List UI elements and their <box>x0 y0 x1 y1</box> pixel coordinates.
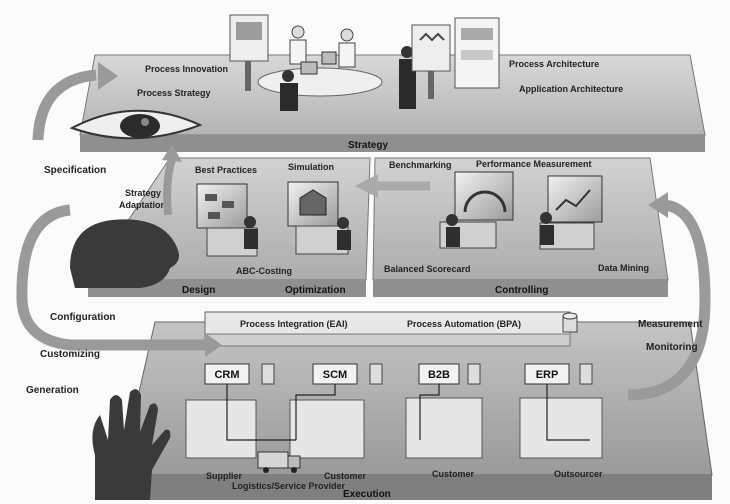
hand-icon <box>92 389 171 500</box>
system-box-b2b: B2B <box>418 363 481 385</box>
execution-title: Execution <box>343 489 391 500</box>
system-crm-label: CRM <box>214 369 239 381</box>
label-process-innovation: Process Innovation <box>145 64 228 74</box>
specification-arrowhead-icon <box>98 62 118 90</box>
strategy-adaptation-arrow <box>163 158 176 216</box>
side-customizing: Customizing <box>40 349 100 360</box>
design-platform-edge <box>88 280 366 297</box>
party-supplier: Supplier <box>206 471 243 481</box>
side-monitoring: Monitoring <box>646 342 698 353</box>
label-strategy-adaptation-line2: Adaptation <box>119 200 166 210</box>
strategy-adaptation-arrowhead-icon <box>162 144 182 162</box>
strategy-platform-edge <box>80 135 705 152</box>
truck-icon <box>257 451 301 473</box>
connection-lines <box>226 384 590 441</box>
label-process-architecture: Process Architecture <box>509 59 599 69</box>
label-simulation: Simulation <box>288 162 334 172</box>
left-cycle-arrows <box>16 69 205 351</box>
label-application-architecture: Application Architecture <box>519 84 623 94</box>
label-balanced-scorecard: Balanced Scorecard <box>384 264 471 274</box>
head-silhouette-icon <box>70 219 179 288</box>
bus-process-automation: Process Automation (BPA) <box>407 319 521 329</box>
bus-process-integration: Process Integration (EAI) <box>240 319 348 329</box>
system-box-scm: SCM <box>312 363 383 385</box>
execution-platform-edge <box>120 475 712 500</box>
optimization-title: Optimization <box>285 285 346 296</box>
simulation-workstation <box>287 181 351 255</box>
eye-icon <box>69 109 203 140</box>
system-b2b-label: B2B <box>428 369 450 381</box>
party-outsourcer: Outsourcer <box>554 469 603 479</box>
measurement-arrowhead-icon <box>648 192 668 218</box>
strategy-layer: Strategy Process Innovation Process <box>69 14 706 152</box>
strategy-illustration <box>229 14 500 111</box>
party-customer-1: Customer <box>324 471 367 481</box>
system-box-crm: CRM <box>204 363 275 385</box>
label-data-mining: Data Mining <box>598 263 649 273</box>
side-generation: Generation <box>26 385 79 396</box>
scorecard-workstation <box>439 171 514 249</box>
label-benchmarking: Benchmarking <box>389 160 452 170</box>
database-icon <box>562 312 578 333</box>
controlling-title: Controlling <box>495 285 548 296</box>
system-scm-label: SCM <box>323 369 347 381</box>
integration-bus-gears <box>204 333 571 347</box>
party-logistics: Logistics/Service Provider <box>232 481 346 491</box>
side-measurement: Measurement <box>638 319 703 330</box>
execution-layer: Execution Process Integration (EAI) Proc… <box>92 311 713 500</box>
system-erp-label: ERP <box>536 369 559 381</box>
strategy-title: Strategy <box>348 140 388 151</box>
design-title: Design <box>182 285 215 296</box>
right-cycle-arrow <box>627 192 711 401</box>
configuration-arrow <box>16 204 205 351</box>
specification-arrow <box>32 69 97 141</box>
party-customer-2: Customer <box>432 469 475 479</box>
feedback-arrowhead-icon <box>355 174 378 198</box>
configuration-arrowhead-icon <box>205 333 222 357</box>
design-workstation <box>196 183 258 257</box>
controlling-platform-edge <box>373 280 668 297</box>
label-abc-costing: ABC-Costing <box>236 266 292 276</box>
label-strategy-adaptation-line1: Strategy <box>125 188 161 198</box>
label-process-strategy: Process Strategy <box>137 88 211 98</box>
side-specification: Specification <box>44 165 106 176</box>
controlling-platform <box>372 157 669 281</box>
controlling-layer: Controlling Benchmarking Performance Mea… <box>355 157 669 297</box>
system-box-erp: ERP <box>524 363 593 385</box>
label-best-practices: Best Practices <box>195 165 257 175</box>
side-configuration: Configuration <box>50 312 116 323</box>
office-buildings <box>185 397 603 459</box>
design-optimization-layer: Design Optimization Best Practices Strat… <box>70 157 371 297</box>
datamining-workstation <box>539 175 603 250</box>
label-performance-measurement: Performance Measurement <box>476 159 592 169</box>
